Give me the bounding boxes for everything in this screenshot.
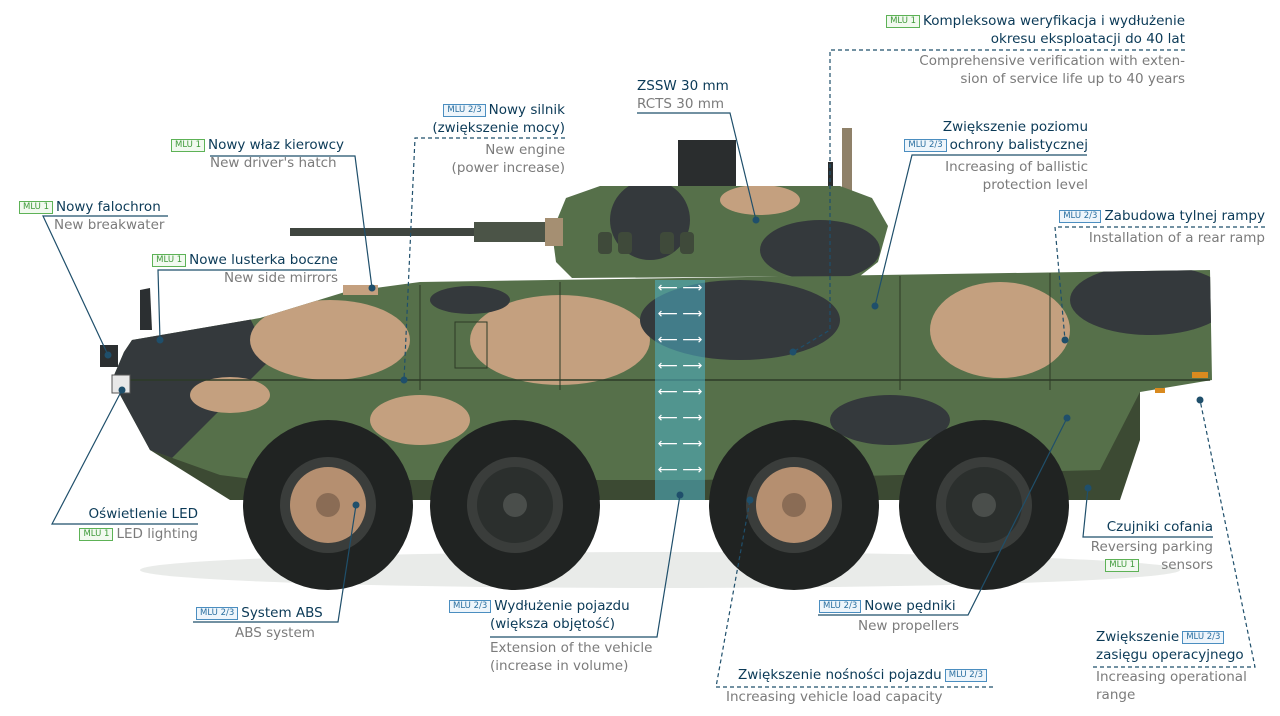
label-zssw: ZSSW 30 mm RCTS 30 mm [637, 77, 729, 113]
weryfikacja-en-1: Comprehensive verification with exten- [919, 53, 1185, 69]
zasieg-pl-1: Zwiększenie [1096, 629, 1180, 645]
mlu23-tag: MLU 2/3 [449, 600, 492, 613]
mlu1-tag: MLU 1 [1105, 559, 1140, 572]
wheel-3 [709, 420, 879, 590]
weryfikacja-pl-1: Kompleksowa weryfikacja i wydłużenie [923, 13, 1185, 29]
weryfikacja-en-2: sion of service life up to 40 years [960, 71, 1185, 87]
czujniki-en-2: sensors [1161, 557, 1213, 573]
mlu1-tag: MLU 1 [171, 139, 205, 152]
falochron-pl: Nowy falochron [55, 199, 161, 215]
mlu23-tag: MLU 2/3 [1182, 631, 1225, 644]
pedniki-en: New propellers [858, 618, 960, 634]
led-pl: Oświetlenie LED [88, 506, 198, 522]
wheel-2 [430, 420, 600, 590]
czujniki-en-1: Reversing parking [1090, 539, 1213, 555]
leader-lines [42, 49, 1265, 688]
label-czujniki: Czujniki cofania Reversing parking MLU 1… [1091, 518, 1213, 574]
hull [100, 270, 1212, 480]
ground-shadow [140, 552, 1180, 588]
silnik-en-1: New engine [485, 142, 565, 158]
silnik-pl-2: (zwiększenie mocy) [432, 120, 565, 136]
wheel-4 [899, 420, 1069, 590]
nosnosc-pl: Zwiększenie nośności pojazdu [738, 667, 942, 683]
svg-text:⟵ ⟶: ⟵ ⟶ [658, 280, 703, 296]
led-en: LED lighting [116, 526, 198, 542]
mlu23-tag: MLU 2/3 [443, 104, 486, 117]
rampa-en: Installation of a rear ramp [1088, 230, 1265, 246]
wlaz-pl: Nowy właz kierowcy [207, 137, 345, 153]
mlu23-tag: MLU 2/3 [819, 600, 862, 613]
wlaz-en: New driver's hatch [210, 155, 337, 171]
svg-text:⟵ ⟶: ⟵ ⟶ [658, 306, 703, 322]
rampa-pl: Zabudowa tylnej rampy [1104, 208, 1265, 224]
svg-text:⟵ ⟶: ⟵ ⟶ [658, 436, 703, 452]
wydluzenie-pl-1: Wydłużenie pojazdu [494, 598, 630, 614]
zssw-en: RCTS 30 mm [637, 96, 725, 112]
pedniki-pl: Nowe pędniki [864, 598, 956, 614]
falochron-en: New breakwater [54, 217, 165, 233]
mlu1-tag: MLU 1 [886, 15, 921, 28]
svg-text:⟵ ⟶: ⟵ ⟶ [658, 358, 703, 374]
mlu23-tag: MLU 2/3 [1059, 210, 1102, 223]
abs-pl: System ABS [241, 605, 323, 621]
turret [290, 128, 888, 278]
zssw-pl: ZSSW 30 mm [637, 78, 729, 94]
silnik-en-2: (power increase) [451, 160, 565, 176]
lusterka-en: New side mirrors [224, 270, 338, 286]
svg-text:⟵ ⟶: ⟵ ⟶ [658, 410, 703, 426]
ochrona-en-1: Increasing of ballistic [945, 159, 1088, 175]
wydluzenie-en-2: (increase in volume) [490, 658, 629, 674]
svg-text:⟵ ⟶: ⟵ ⟶ [658, 462, 703, 478]
czujniki-pl: Czujniki cofania [1106, 519, 1213, 535]
svg-text:⟵ ⟶: ⟵ ⟶ [658, 384, 703, 400]
abs-en: ABS system [235, 625, 315, 641]
zasieg-en-1: Increasing operational [1096, 669, 1247, 685]
ochrona-pl-1: Zwiększenie poziomu [942, 119, 1088, 135]
nosnosc-en: Increasing vehicle load capacity [726, 689, 943, 705]
mlu1-tag: MLU 1 [79, 528, 114, 541]
zasieg-pl-2: zasięgu operacyjnego [1096, 647, 1244, 663]
ochrona-pl-2: ochrony balistycznej [949, 137, 1088, 153]
mlu23-tag: MLU 2/3 [904, 139, 947, 152]
mlu23-tag: MLU 2/3 [944, 669, 987, 682]
mlu23-tag: MLU 2/3 [196, 607, 239, 620]
svg-text:⟵ ⟶: ⟵ ⟶ [658, 332, 703, 348]
weryfikacja-pl-2: okresu eksploatacji do 40 lat [990, 31, 1185, 47]
mlu1-tag: MLU 1 [152, 254, 187, 267]
silnik-pl-1: Nowy silnik [488, 102, 565, 118]
ochrona-en-2: protection level [982, 177, 1088, 193]
wheel-1 [243, 420, 413, 590]
mlu1-tag: MLU 1 [19, 201, 53, 214]
wydluzenie-en-1: Extension of the vehicle [490, 640, 653, 656]
zasieg-en-2: range [1096, 687, 1136, 703]
extension-band: ⟵ ⟶ ⟵ ⟶ ⟵ ⟶ ⟵ ⟶ ⟵ ⟶ ⟵ ⟶ ⟵ ⟶ ⟵ ⟶ [655, 280, 705, 500]
wydluzenie-pl-2: (większa objętość) [490, 616, 616, 632]
lusterka-pl: Nowe lusterka boczne [189, 252, 338, 268]
